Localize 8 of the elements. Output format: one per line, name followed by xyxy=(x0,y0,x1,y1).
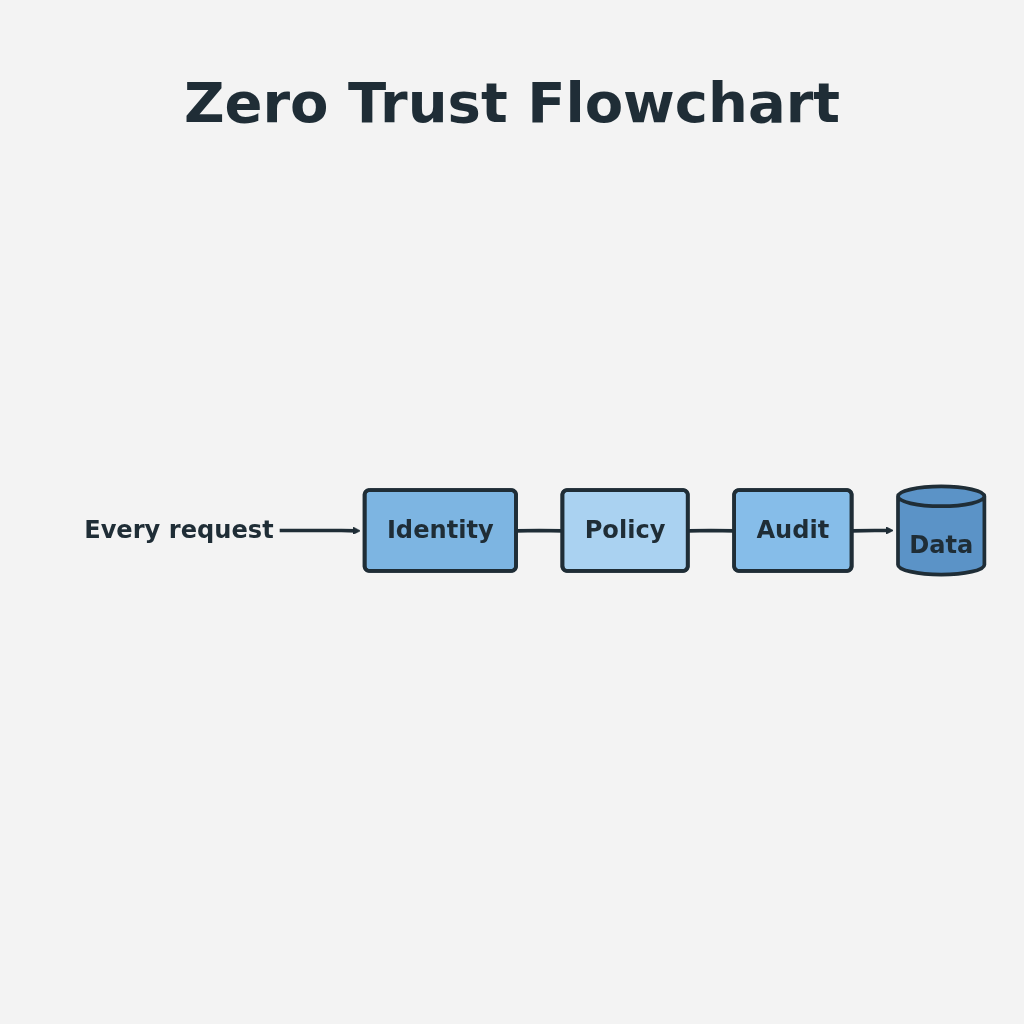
process-box: Identity xyxy=(362,487,518,573)
text-label: Every request xyxy=(84,515,274,544)
arrow xyxy=(852,525,894,535)
database-cylinder: Data xyxy=(896,484,987,576)
process-box: Audit xyxy=(732,487,854,573)
process-box: Policy xyxy=(560,487,690,573)
diagram-title: Zero Trust Flowchart xyxy=(183,70,841,135)
arrow xyxy=(279,526,361,535)
